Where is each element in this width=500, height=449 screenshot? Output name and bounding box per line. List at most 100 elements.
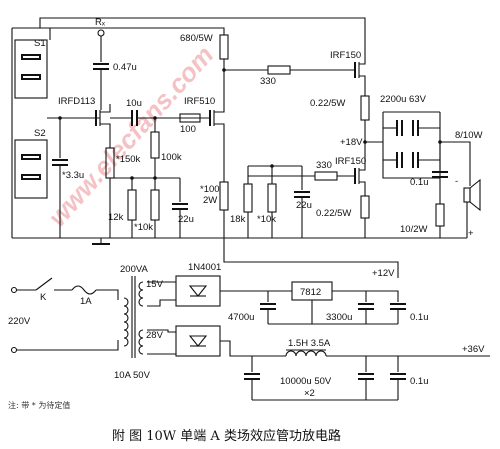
r022-bot bbox=[360, 195, 370, 219]
wire bbox=[220, 340, 286, 357]
spk-label: 8/10W bbox=[455, 130, 482, 141]
reg-label: 7812 bbox=[300, 287, 321, 298]
r100-2w-label-b: 2W bbox=[203, 195, 217, 206]
c10u-label: 10u bbox=[126, 98, 142, 109]
secondary-coil-28v bbox=[138, 329, 144, 355]
wire bbox=[223, 238, 399, 278]
s2-element bbox=[21, 174, 41, 180]
x2-label: ×2 bbox=[304, 388, 315, 399]
plus18-label: +18V bbox=[340, 137, 363, 148]
r680-label: 680/5W bbox=[180, 33, 213, 44]
c33u-label: *3.3u bbox=[62, 170, 84, 181]
c4700-label: 4700u bbox=[228, 312, 254, 323]
speaker-cone bbox=[469, 178, 481, 212]
wire bbox=[39, 17, 366, 65]
wire bbox=[359, 75, 366, 96]
wire bbox=[440, 141, 471, 186]
plus-label: + bbox=[468, 228, 474, 239]
s2-label: S2 bbox=[34, 128, 46, 139]
r100-2w bbox=[219, 181, 229, 211]
r10k-a bbox=[150, 189, 160, 221]
c22u-mid-label: 22u bbox=[296, 200, 312, 211]
tr-rating-label: 10A 50V bbox=[114, 370, 151, 381]
r18k bbox=[243, 183, 253, 213]
r100k-label: 100k bbox=[161, 152, 182, 163]
speaker-body bbox=[463, 187, 471, 203]
bridge-2 bbox=[175, 325, 221, 357]
rx-terminal bbox=[97, 29, 105, 37]
node bbox=[153, 116, 157, 120]
diode-symbol bbox=[188, 285, 208, 297]
wire bbox=[96, 289, 119, 300]
r10-2w bbox=[435, 203, 445, 227]
node bbox=[270, 164, 274, 168]
c2200-label: 2200u 63V bbox=[380, 94, 427, 105]
wire bbox=[147, 299, 176, 307]
tr200-label: 200VA bbox=[120, 264, 148, 275]
v28-label: 28V bbox=[146, 330, 164, 341]
r12k bbox=[127, 189, 137, 221]
wire bbox=[382, 112, 440, 179]
s1-label: S1 bbox=[34, 38, 46, 49]
v15-label: 15V bbox=[146, 279, 164, 290]
r10k-b bbox=[267, 183, 277, 213]
fuse-label: 1A bbox=[80, 296, 92, 307]
r022-bot-label: 0.22/5W bbox=[316, 208, 351, 219]
r100 bbox=[179, 113, 201, 123]
r022-top-label: 0.22/5W bbox=[310, 98, 345, 109]
r330-bot-label: 330 bbox=[316, 160, 332, 171]
c01u-mid-label: 0.1u bbox=[410, 177, 429, 188]
r10k-b-label: *10k bbox=[257, 214, 276, 225]
minus-label: - bbox=[455, 176, 458, 187]
v220-label: 220V bbox=[8, 316, 31, 327]
c01u-a-label: 0.1u bbox=[410, 312, 429, 323]
c10000-label: 10000u 50V bbox=[280, 376, 332, 387]
plus36-label: +36V bbox=[462, 344, 485, 355]
diode-symbol bbox=[188, 335, 208, 347]
s1-element bbox=[21, 74, 41, 80]
rx-label: Rₓ bbox=[95, 17, 106, 28]
wire bbox=[359, 164, 366, 171]
ind-label: 1.5H 3.5A bbox=[288, 338, 331, 349]
c3300-label: 3300u bbox=[326, 312, 352, 323]
r022-top bbox=[360, 95, 370, 121]
wire bbox=[50, 27, 225, 35]
bridge-1 bbox=[175, 275, 221, 307]
secondary-coil-15v bbox=[138, 281, 144, 307]
s1-box bbox=[14, 39, 48, 99]
s1-element bbox=[21, 54, 41, 60]
r330-top bbox=[267, 65, 291, 75]
r330-bot bbox=[314, 171, 338, 181]
s2-element bbox=[21, 154, 41, 160]
irf150-bot-label: IRF150 bbox=[335, 156, 366, 167]
switch-label: K bbox=[40, 292, 47, 303]
wire bbox=[100, 123, 111, 140]
r100-2w-label-a: *100 bbox=[200, 184, 220, 195]
wire bbox=[359, 181, 366, 196]
s2-box bbox=[14, 139, 48, 199]
switch bbox=[35, 277, 53, 291]
c22u-left-label: 22u bbox=[178, 214, 194, 225]
br1-label: 1N4001 bbox=[188, 262, 221, 273]
r150k-label: *150k bbox=[116, 154, 141, 165]
fuse bbox=[71, 285, 97, 295]
irf510-label: IRF510 bbox=[184, 96, 215, 107]
mains-terminal bbox=[10, 346, 18, 354]
irf150-top-label: IRF150 bbox=[330, 50, 361, 61]
mains-terminal bbox=[10, 286, 18, 294]
r100k bbox=[150, 131, 160, 159]
r100-label: 100 bbox=[180, 124, 196, 135]
r10-2w-label: 10/2W bbox=[400, 224, 427, 235]
plus12-label: +12V bbox=[372, 268, 395, 279]
wire bbox=[16, 340, 119, 351]
wire bbox=[147, 329, 176, 333]
node bbox=[130, 176, 134, 180]
note: 注: 带 * 为待定值 bbox=[8, 400, 70, 410]
inductor bbox=[285, 350, 327, 357]
r12k-label: 12k bbox=[108, 212, 124, 223]
r18k-label: 18k bbox=[230, 214, 246, 225]
r680 bbox=[219, 34, 229, 60]
wire bbox=[214, 123, 225, 182]
figure-title: 附 图 10W 单端 A 类场效应管功放电路 bbox=[112, 428, 341, 444]
